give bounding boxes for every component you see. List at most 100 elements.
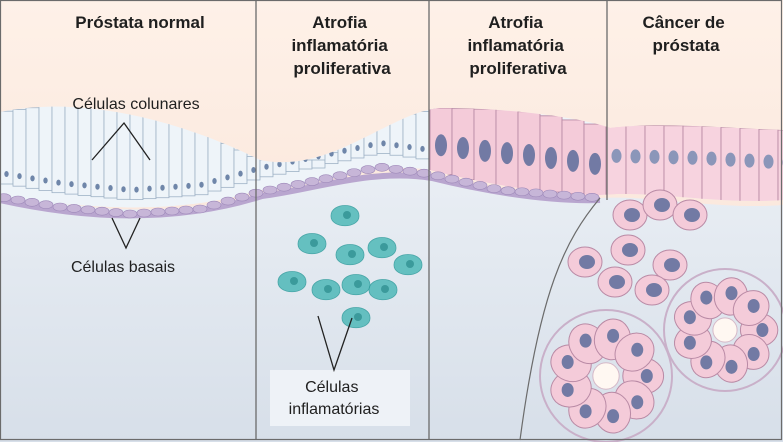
cell-nucleus (763, 154, 774, 169)
cell-nucleus (354, 280, 362, 288)
panel-title-cancer: Câncer de próstata (643, 13, 730, 55)
cell-nucleus (4, 171, 9, 177)
cell-nucleus (380, 243, 388, 251)
cell-nucleus (368, 142, 373, 149)
cell-nucleus (684, 208, 700, 222)
cancer-epi-cell (777, 129, 783, 206)
basal-cell (38, 200, 54, 209)
columnar-cell (77, 106, 92, 196)
columnar-cells (0, 106, 443, 200)
label-inflammatory-cells: Células inflamatórias (289, 379, 380, 418)
basal-cell (108, 208, 124, 217)
cell-nucleus (407, 144, 412, 151)
cell-nucleus (354, 313, 362, 321)
basal-cell (388, 164, 404, 174)
cell-nucleus (756, 323, 769, 337)
cell-nucleus (160, 184, 165, 191)
cell-nucleus (355, 144, 360, 151)
cell-nucleus (631, 395, 644, 410)
basal-cell (150, 207, 166, 217)
cell-nucleus (624, 208, 640, 222)
cell-nucleus (348, 250, 356, 258)
cell-nucleus (147, 185, 152, 192)
basal-cell (192, 204, 208, 214)
cell-nucleus (607, 328, 620, 343)
basal-cell (472, 181, 488, 190)
basal-cell (402, 166, 418, 176)
cell-nucleus (649, 149, 660, 164)
cell-nucleus (43, 177, 48, 184)
panel-title-atrophy-1: Atrofia inflamatória proliferativa (291, 13, 392, 78)
cell-nucleus (324, 285, 332, 293)
basal-cell (290, 180, 306, 189)
cell-nucleus (394, 142, 399, 149)
cell-nucleus (290, 277, 298, 285)
cell-nucleus (700, 290, 713, 305)
cell-nucleus (277, 161, 282, 168)
cell-nucleus (435, 134, 447, 157)
basal-cell (444, 174, 460, 184)
basal-cell (360, 165, 376, 174)
cell-nucleus (381, 140, 386, 147)
cell-nucleus (186, 182, 191, 189)
basal-cell (514, 187, 530, 197)
cell-nucleus (609, 275, 625, 289)
cell-nucleus (683, 335, 696, 350)
cell-nucleus (343, 211, 351, 219)
columnar-cell (220, 143, 235, 188)
basal-cell (178, 205, 194, 215)
label-columnar-cells: Células colunares (72, 96, 199, 113)
basal-cell (542, 189, 558, 199)
cell-nucleus (640, 369, 653, 383)
cell-nucleus (56, 179, 61, 186)
basal-cell (430, 171, 446, 181)
cell-nucleus (173, 183, 178, 190)
cell-nucleus (30, 175, 35, 182)
basal-cell (318, 174, 334, 183)
basal-cell (486, 184, 502, 193)
cell-nucleus (579, 404, 592, 419)
cancer-gland-left (539, 309, 673, 442)
columnar-cell (64, 106, 79, 195)
cell-nucleus (646, 283, 662, 297)
cell-nucleus (579, 255, 595, 269)
pointer-basal-cells (111, 217, 141, 250)
cell-nucleus (683, 310, 696, 325)
columnar-cell (90, 106, 105, 198)
cell-nucleus (238, 170, 243, 177)
cell-nucleus (567, 149, 579, 172)
cell-nucleus (121, 186, 126, 193)
basal-cell (500, 186, 516, 195)
cell-nucleus (725, 359, 738, 374)
basal-cell (556, 190, 572, 200)
cell-nucleus (589, 152, 601, 175)
basal-cell (94, 206, 110, 216)
columnar-cell (311, 159, 326, 169)
cell-nucleus (579, 333, 592, 348)
cell-nucleus (381, 285, 389, 293)
columnar-cell (129, 111, 144, 200)
cell-nucleus (134, 186, 139, 193)
cell-nucleus (725, 152, 736, 167)
cell-nucleus (687, 150, 698, 165)
basal-cell (24, 198, 40, 207)
columnar-cell (402, 113, 417, 158)
cell-nucleus (17, 173, 22, 180)
cell-nucleus (654, 198, 670, 212)
panel-title-normal: Próstata normal (75, 13, 204, 32)
cell-nucleus (501, 142, 513, 165)
cancer-epithelial-cells (606, 124, 783, 206)
basal-cell (262, 185, 278, 195)
cell-nucleus (523, 144, 535, 167)
cell-nucleus (108, 185, 113, 191)
basal-cell (276, 182, 292, 192)
gland-lumen (592, 362, 620, 390)
basal-cell (458, 177, 474, 187)
basal-cell (52, 202, 68, 212)
basal-cell (528, 188, 544, 198)
basal-cell (570, 191, 586, 201)
pointer-inflammatory-cells (317, 315, 353, 373)
cell-nucleus (611, 148, 622, 163)
